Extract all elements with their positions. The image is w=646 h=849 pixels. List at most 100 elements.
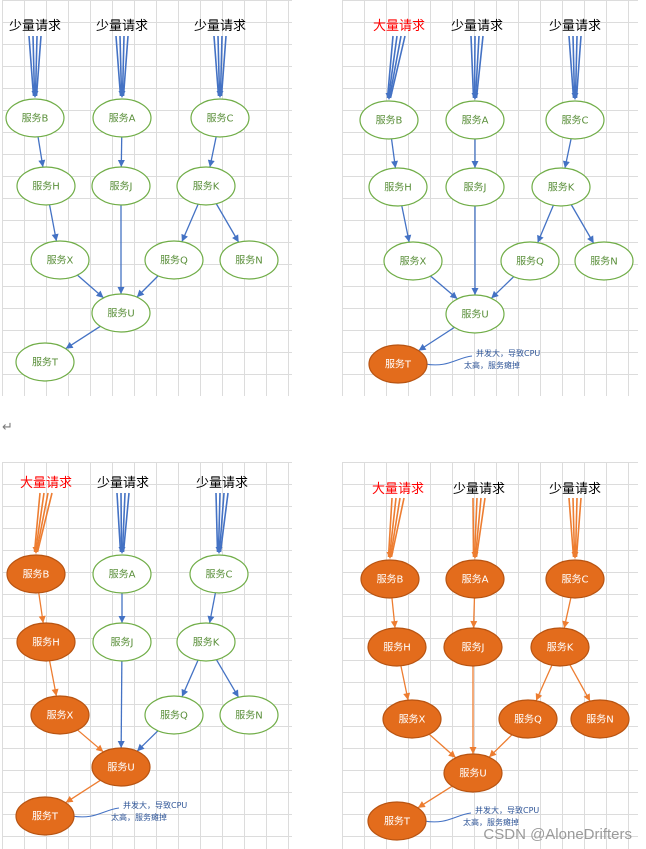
request-arrow-line bbox=[35, 35, 42, 97]
request-arrow-line bbox=[115, 35, 122, 97]
service-node-a: 服务A bbox=[445, 100, 505, 140]
service-node-q: 服务Q bbox=[144, 695, 204, 735]
service-node-label: 服务U bbox=[107, 307, 134, 320]
edge-arrow-head bbox=[51, 233, 59, 242]
edge-arrow-head bbox=[207, 159, 215, 168]
service-node-ellipse bbox=[368, 167, 428, 207]
request-arrow-line bbox=[574, 497, 578, 558]
service-node-ellipse bbox=[443, 627, 503, 667]
service-node-label: 服务N bbox=[235, 709, 262, 722]
failure-note: 并发大，导致CPU bbox=[476, 348, 540, 358]
service-node-ellipse bbox=[570, 699, 630, 739]
request-arrow-head bbox=[32, 547, 40, 554]
service-node-label: 服务K bbox=[547, 641, 574, 654]
service-node-label: 服务K bbox=[548, 181, 575, 194]
light-request-label: 少量请求 bbox=[196, 476, 248, 491]
service-node-label: 服务A bbox=[109, 568, 136, 581]
service-node-n: 服务N bbox=[219, 695, 279, 735]
edge-k-n bbox=[215, 659, 240, 698]
service-node-a: 服务A bbox=[92, 98, 152, 138]
service-node-ellipse bbox=[144, 695, 204, 735]
edge-arrow-head bbox=[181, 233, 188, 242]
service-node-q: 服务Q bbox=[500, 241, 560, 281]
service-node-label: 服务J bbox=[110, 180, 133, 193]
request-arrow-line bbox=[473, 497, 478, 558]
service-node-k: 服务K bbox=[176, 622, 236, 662]
service-node-ellipse bbox=[189, 554, 249, 594]
request-arrow-line bbox=[215, 492, 219, 553]
service-node-u: 服务U bbox=[445, 294, 505, 334]
request-arrow-line bbox=[389, 497, 401, 558]
request-arrow-line bbox=[217, 492, 221, 553]
service-node-label: 服务K bbox=[193, 180, 220, 193]
edge-arrow-head bbox=[65, 795, 74, 803]
request-arrow-line bbox=[390, 497, 405, 558]
request-arrow-line bbox=[220, 35, 227, 97]
heavy-request-label: 大量请求 bbox=[20, 476, 72, 491]
request-arrow-head bbox=[471, 93, 479, 100]
request-arrow-line bbox=[387, 497, 393, 558]
service-node-ellipse bbox=[360, 559, 420, 599]
request-arrow-head bbox=[386, 552, 394, 559]
request-arrow-line bbox=[219, 35, 223, 97]
service-node-label: 服务Q bbox=[160, 709, 188, 722]
edge-k-n bbox=[570, 204, 595, 244]
service-node-label: 服务B bbox=[376, 114, 403, 127]
failure-note: 太高，服务瘫掉 bbox=[463, 817, 519, 827]
service-node-k: 服务K bbox=[531, 167, 591, 207]
request-arrow-line bbox=[574, 35, 578, 99]
request-arrow-line bbox=[474, 497, 482, 558]
request-arrow-head bbox=[571, 552, 579, 559]
note-connector bbox=[423, 812, 472, 823]
service-node-ellipse bbox=[219, 240, 279, 280]
service-node-ellipse bbox=[92, 98, 152, 138]
edge-arrow-head bbox=[136, 289, 145, 298]
edge-arrow-head bbox=[417, 801, 426, 808]
service-node-j: 服务J bbox=[445, 167, 505, 207]
service-node-j: 服务J bbox=[91, 166, 151, 206]
service-node-ellipse bbox=[545, 559, 605, 599]
service-node-n: 服务N bbox=[574, 241, 634, 281]
service-node-k: 服务K bbox=[176, 166, 236, 206]
failure-note: 并发大，导致CPU bbox=[123, 800, 187, 810]
edge-arrow-head bbox=[535, 692, 543, 701]
request-arrow-line bbox=[475, 497, 486, 558]
service-node-t: 服务T bbox=[15, 342, 75, 382]
request-arrow-line bbox=[575, 497, 582, 558]
service-node-n: 服务N bbox=[219, 240, 279, 280]
request-arrow-head bbox=[385, 93, 393, 100]
service-node-ellipse bbox=[91, 293, 151, 333]
service-node-ellipse bbox=[367, 801, 427, 841]
edge-arrow-head bbox=[449, 291, 458, 299]
service-node-c: 服务C bbox=[545, 559, 605, 599]
service-node-b: 服务B bbox=[360, 559, 420, 599]
request-arrow-line bbox=[473, 35, 476, 99]
edge-arrow-head bbox=[95, 744, 104, 752]
service-node-label: 服务X bbox=[47, 709, 74, 722]
request-arrow-line bbox=[116, 492, 122, 553]
service-node-ellipse bbox=[92, 554, 152, 594]
service-node-x: 服务X bbox=[383, 241, 443, 281]
request-arrow-line bbox=[34, 35, 38, 97]
edge-arrow-head bbox=[95, 290, 104, 298]
request-arrow-head bbox=[216, 91, 224, 98]
service-node-ellipse bbox=[92, 622, 152, 662]
service-node-ellipse bbox=[445, 294, 505, 334]
service-node-ellipse bbox=[545, 100, 605, 140]
request-arrow-line bbox=[568, 35, 575, 99]
service-node-t: 服务T bbox=[367, 801, 427, 841]
service-node-h: 服务H bbox=[368, 167, 428, 207]
service-node-b: 服务B bbox=[6, 554, 66, 594]
service-node-label: 服务J bbox=[464, 181, 487, 194]
service-node-label: 服务C bbox=[206, 568, 233, 581]
service-node-a: 服务A bbox=[92, 554, 152, 594]
service-node-h: 服务H bbox=[367, 627, 427, 667]
service-node-ellipse bbox=[91, 166, 151, 206]
service-node-ellipse bbox=[445, 559, 505, 599]
request-arrow-line bbox=[470, 35, 475, 99]
request-arrow-line bbox=[34, 492, 45, 553]
